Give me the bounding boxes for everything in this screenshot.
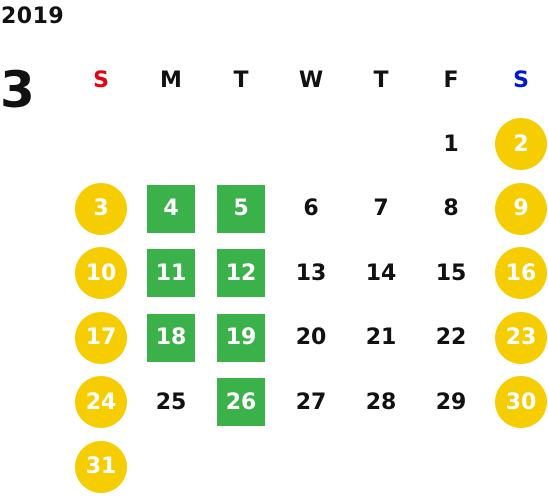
day-number: 1 — [443, 131, 459, 157]
day-cell — [66, 118, 136, 170]
day-cell — [276, 118, 346, 170]
day-cell: 2 — [486, 118, 548, 171]
day-cell: 15 — [416, 247, 486, 299]
day-cell — [206, 118, 276, 170]
day-number: 25 — [155, 389, 187, 415]
holiday-day: 10 — [75, 247, 127, 300]
holiday-day: 23 — [495, 311, 547, 364]
weekday-label: T — [233, 67, 249, 93]
holiday-day: 31 — [75, 440, 127, 493]
weekday-label: S — [513, 67, 529, 93]
closed-day: 5 — [217, 184, 265, 233]
closed-day: 12 — [217, 249, 265, 298]
day-number: 28 — [365, 389, 397, 415]
day-cell: 26 — [206, 376, 276, 428]
day-cell: 7 — [346, 183, 416, 235]
day-cell: 22 — [416, 312, 486, 364]
day-cell — [276, 441, 346, 493]
day-cell: 5 — [206, 183, 276, 235]
day-cell: 24 — [66, 376, 136, 429]
weekday-label: S — [93, 67, 109, 93]
day-cell: 13 — [276, 247, 346, 299]
calendar-year: 2019 — [1, 4, 65, 29]
day-cell: 18 — [136, 312, 206, 364]
calendar-month: 3 — [0, 61, 35, 119]
day-number: 7 — [373, 196, 389, 222]
week-row: 24 25 26 27 28 29 30 — [66, 370, 548, 435]
day-number: 14 — [365, 260, 397, 286]
day-number: 6 — [303, 196, 319, 222]
holiday-day: 24 — [75, 376, 127, 429]
day-cell: 20 — [276, 312, 346, 364]
day-number: 13 — [295, 260, 327, 286]
holiday-day: 2 — [495, 118, 547, 171]
weekday-label: W — [298, 67, 324, 93]
day-cell: 11 — [136, 247, 206, 299]
day-cell: 1 — [416, 118, 486, 170]
holiday-day: 16 — [495, 247, 547, 300]
day-cell: 30 — [486, 376, 548, 429]
day-cell: 12 — [206, 247, 276, 299]
holiday-day: 3 — [75, 182, 127, 235]
weekday-label: F — [443, 67, 459, 93]
closed-day: 19 — [217, 313, 265, 362]
weekday-label: M — [160, 67, 182, 93]
closed-day: 4 — [147, 184, 195, 233]
weekday-label: T — [373, 67, 389, 93]
holiday-day: 9 — [495, 182, 547, 235]
day-number: 15 — [435, 260, 467, 286]
day-cell: 16 — [486, 247, 548, 300]
day-cell: 14 — [346, 247, 416, 299]
day-cell — [136, 118, 206, 170]
day-cell: 23 — [486, 311, 548, 364]
holiday-day: 30 — [495, 376, 547, 429]
week-row: 10 11 12 13 14 15 16 — [66, 241, 548, 306]
day-cell: 8 — [416, 183, 486, 235]
day-cell — [206, 441, 276, 493]
day-number: 22 — [435, 325, 467, 351]
day-cell: 25 — [136, 376, 206, 428]
day-number: 8 — [443, 196, 459, 222]
week-row: 31 — [66, 435, 548, 500]
closed-day: 18 — [147, 313, 195, 362]
closed-day: 11 — [147, 249, 195, 298]
day-cell: 10 — [66, 247, 136, 300]
day-cell: 31 — [66, 440, 136, 493]
holiday-day: 17 — [75, 311, 127, 364]
day-number: 20 — [295, 325, 327, 351]
day-cell — [136, 441, 206, 493]
day-number: 29 — [435, 389, 467, 415]
day-cell: 3 — [66, 182, 136, 235]
day-cell — [486, 441, 548, 493]
week-row: 17 18 19 20 21 22 23 — [66, 306, 548, 371]
day-cell: 27 — [276, 376, 346, 428]
day-cell: 29 — [416, 376, 486, 428]
day-cell — [346, 441, 416, 493]
closed-day: 26 — [217, 378, 265, 427]
day-cell: 9 — [486, 182, 548, 235]
day-cell: 28 — [346, 376, 416, 428]
day-cell: 21 — [346, 312, 416, 364]
day-cell: 19 — [206, 312, 276, 364]
day-cell — [416, 441, 486, 493]
day-cell: 4 — [136, 183, 206, 235]
day-number: 27 — [295, 389, 327, 415]
day-cell: 17 — [66, 311, 136, 364]
day-cell: 6 — [276, 183, 346, 235]
day-cell — [346, 118, 416, 170]
day-number: 21 — [365, 325, 397, 351]
